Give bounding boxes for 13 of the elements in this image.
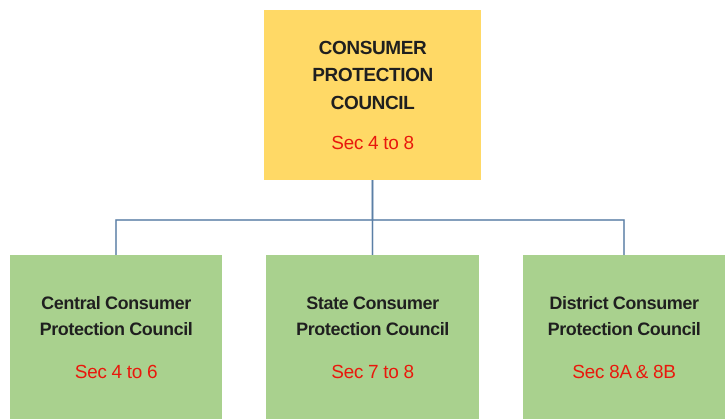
section-reference: Sec 7 to 8 xyxy=(331,362,414,384)
section-reference: Sec 4 to 6 xyxy=(74,362,158,384)
box-title: State Consumer Protection Council xyxy=(295,292,450,341)
section-reference: Sec 8A & 8B xyxy=(572,362,676,384)
box-title: Central Consumer Protection Council xyxy=(38,292,194,341)
connector-line xyxy=(372,180,625,255)
box-title: District Consumer Protection Council xyxy=(546,292,702,341)
org-box xyxy=(523,255,725,419)
org-box xyxy=(266,255,479,419)
org-box xyxy=(10,255,222,419)
section-reference: Sec 4 to 8 xyxy=(331,133,414,156)
org-box xyxy=(264,10,481,180)
box-title: CONSUMER PROTECTION COUNCIL xyxy=(311,36,434,116)
